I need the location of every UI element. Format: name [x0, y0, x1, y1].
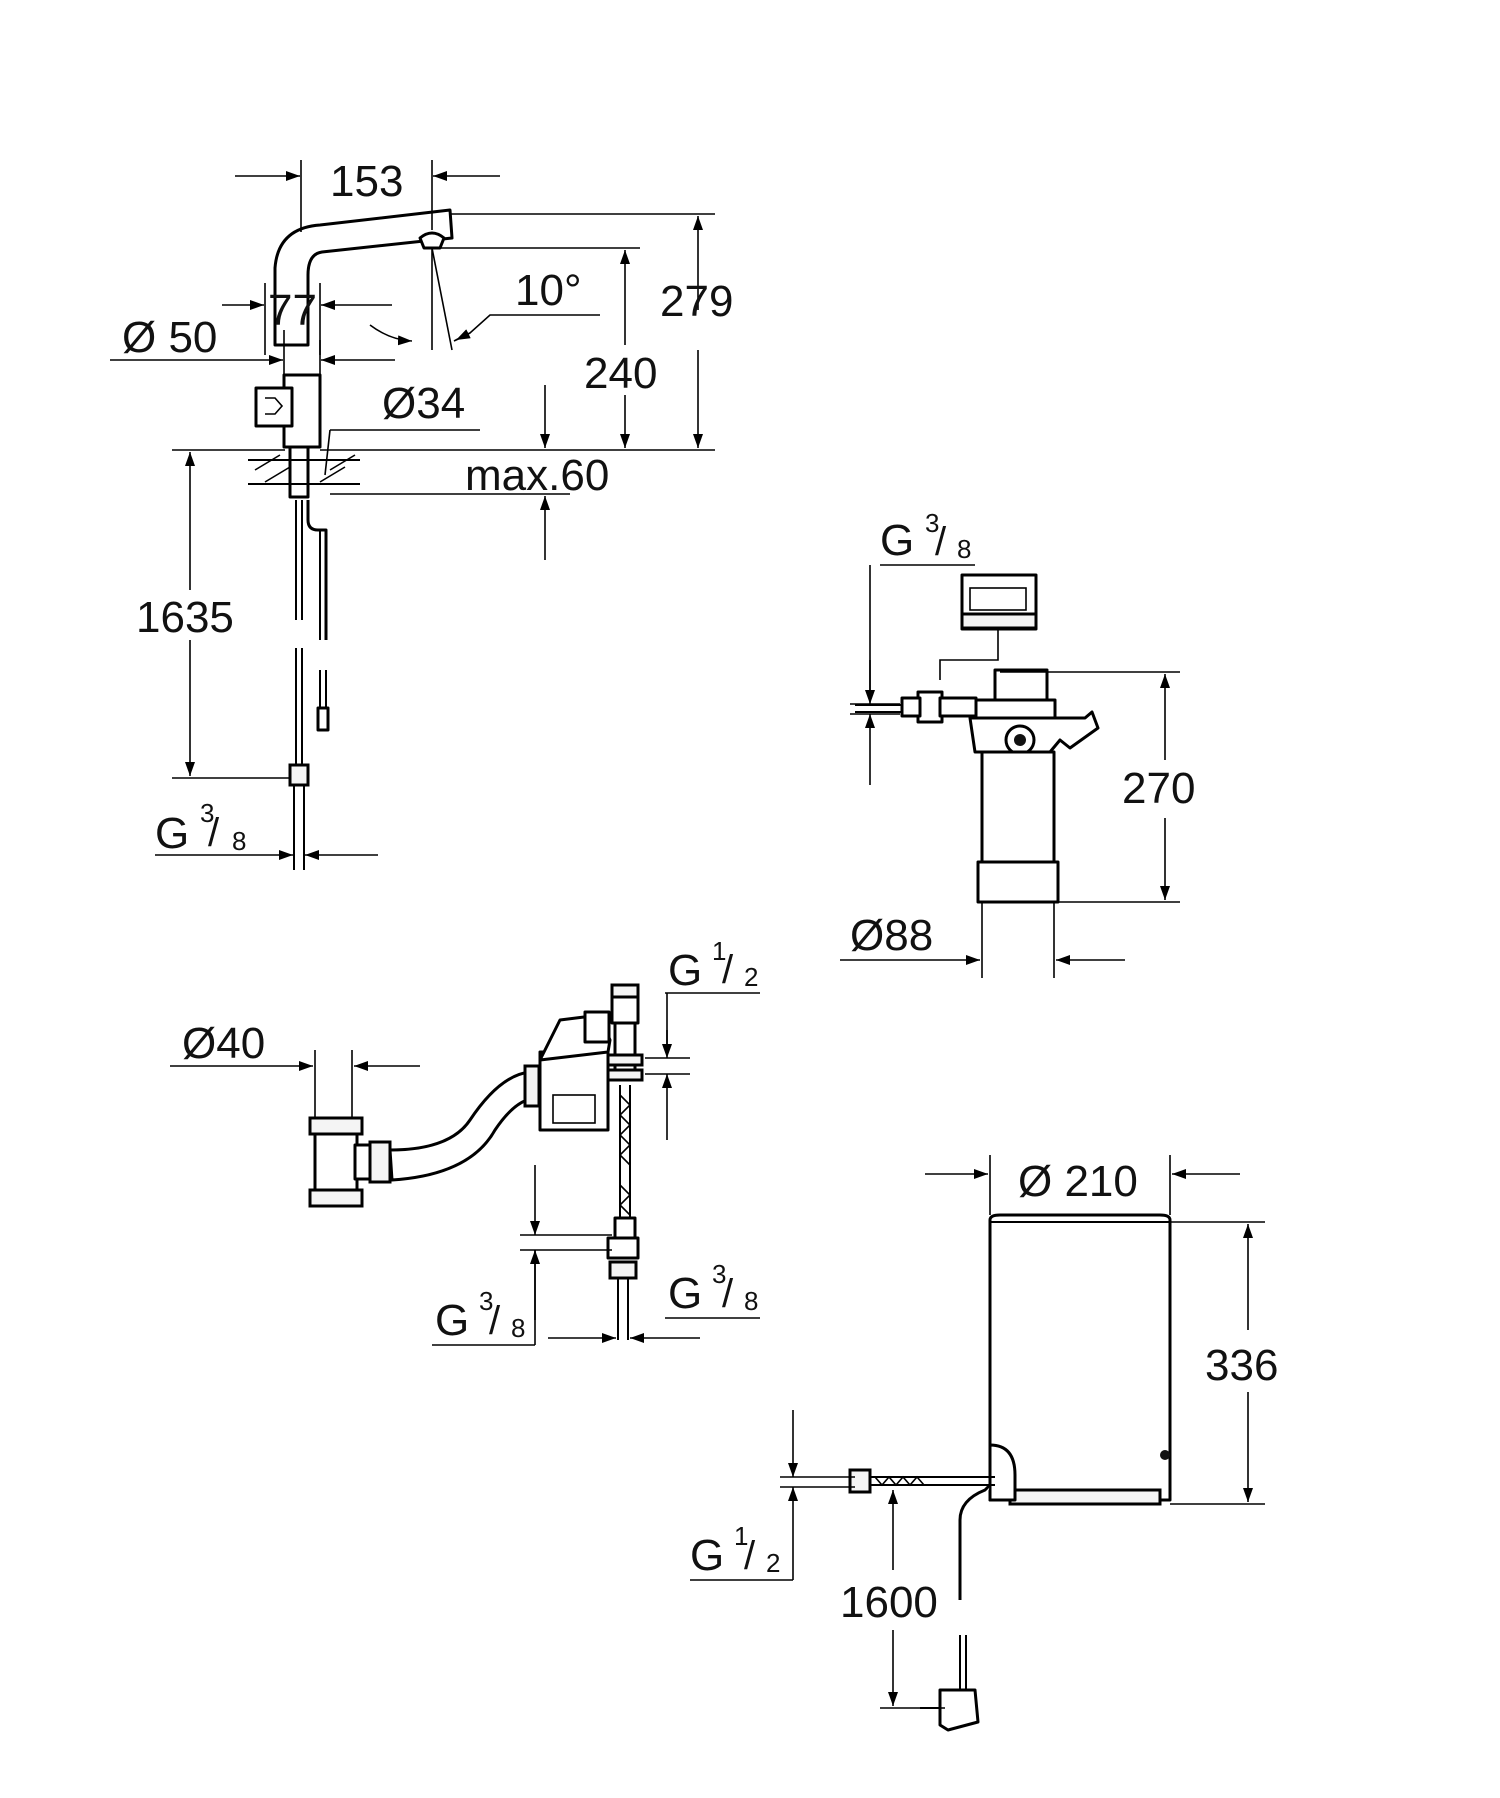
dim-240-label: 240	[584, 349, 657, 398]
dim-336-label: 336	[1205, 1341, 1278, 1390]
svg-text:3: 3	[479, 1286, 493, 1316]
dim-dia50-label: Ø 50	[122, 313, 217, 362]
svg-text:/: /	[722, 948, 734, 992]
svg-text:/: /	[489, 1299, 501, 1343]
faucet-spout	[273, 208, 454, 347]
svg-text:/: /	[935, 520, 947, 564]
dim-max60-label: max.60	[465, 451, 609, 500]
power-plug	[938, 1688, 980, 1732]
thread-num: 3	[200, 798, 214, 828]
dim-1600-label: 1600	[840, 1578, 938, 1627]
dim-dia88-label: Ø88	[850, 911, 933, 960]
svg-text:8: 8	[511, 1313, 525, 1343]
filter-cartridge	[980, 750, 1056, 864]
svg-text:3: 3	[712, 1259, 726, 1289]
dim-77-label: 77	[268, 286, 317, 335]
thread-den: 8	[232, 826, 246, 856]
dim-dia210-label: Ø 210	[1018, 1157, 1138, 1206]
faucet-view: 153 279 240 10° 77 Ø 50 Ø	[110, 157, 733, 870]
dim-10deg-label: 10°	[515, 266, 582, 315]
dim-153-label: 153	[330, 157, 403, 206]
filter-thread-g: G	[880, 516, 914, 565]
svg-text:/: /	[208, 811, 220, 855]
valve-body	[538, 1050, 610, 1132]
svg-text:8: 8	[744, 1286, 758, 1316]
boiler-view: Ø 210 336 G 1 / 2 1600	[690, 1155, 1278, 1732]
dim-dia40-label: Ø40	[182, 1019, 265, 1068]
valve-left-thread-g: G	[435, 1296, 469, 1345]
thread-g-label: G	[155, 809, 189, 858]
filter-view: G 3 / 8 270 Ø88	[840, 508, 1195, 978]
svg-text:3: 3	[925, 508, 939, 538]
dim-279-label: 279	[660, 277, 733, 326]
svg-text:1: 1	[712, 936, 726, 966]
valve-assembly-view: Ø40 G 1 / 2 G 3 / 8 G 3 / 8	[170, 936, 760, 1346]
svg-text:2: 2	[766, 1548, 780, 1578]
boiler-thread-g: G	[690, 1531, 724, 1580]
svg-text:2: 2	[744, 962, 758, 992]
svg-text:1: 1	[734, 1521, 748, 1551]
dim-1635-label: 1635	[136, 593, 234, 642]
dim-dia34-label: Ø34	[382, 379, 465, 428]
hose-end-fitting	[288, 763, 310, 787]
valve-right-thread-g: G	[668, 1269, 702, 1318]
boiler-tank	[988, 1213, 1172, 1502]
spout-nozzle	[418, 231, 446, 250]
svg-text:/: /	[744, 1534, 756, 1578]
valve-top-thread-g: G	[668, 946, 702, 995]
svg-text:8: 8	[957, 534, 971, 564]
svg-text:/: /	[722, 1272, 734, 1316]
dim-270-label: 270	[1122, 764, 1195, 813]
faucet-handle	[254, 386, 294, 428]
flex-hose	[388, 1070, 537, 1182]
